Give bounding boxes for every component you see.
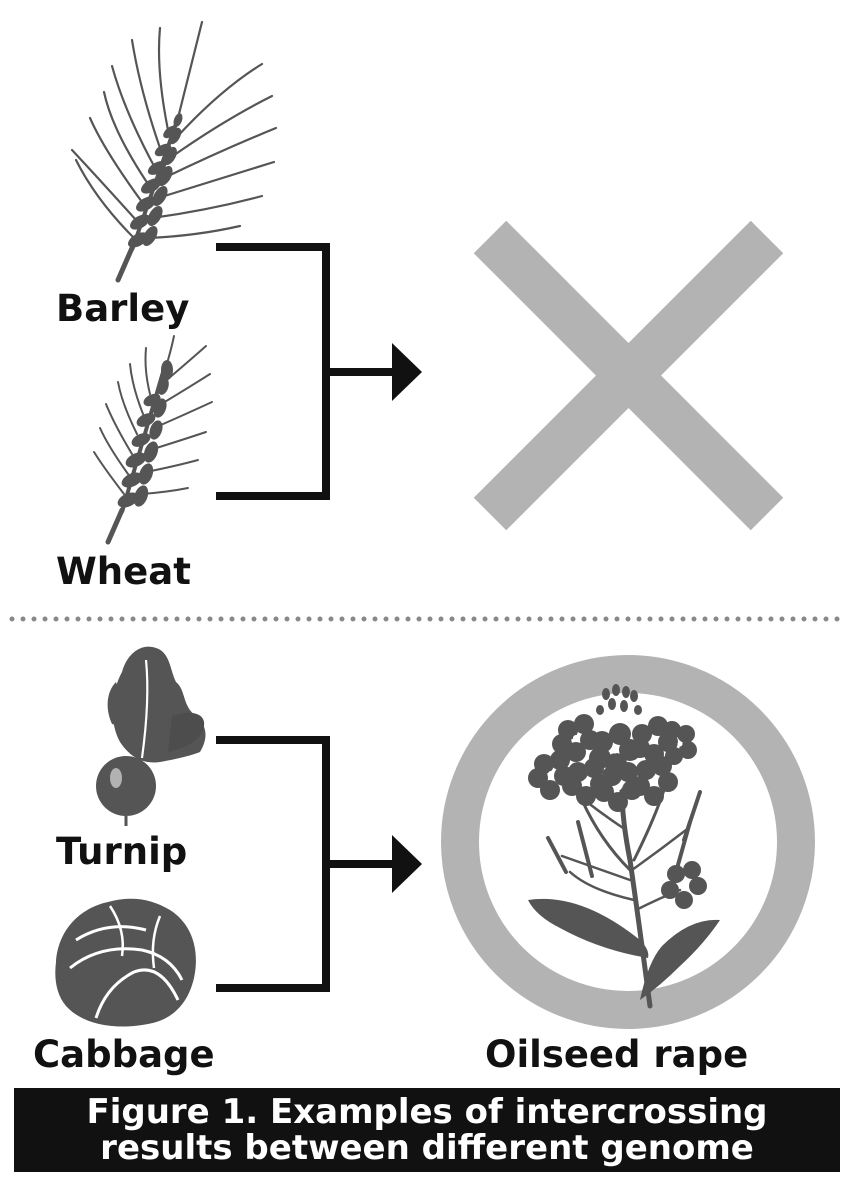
- top-bracket-arrow: [216, 243, 422, 500]
- caption-line-2: results between different genome: [100, 1128, 754, 1168]
- barley-icon: [70, 20, 278, 283]
- label-cabbage: Cabbage: [33, 1033, 215, 1076]
- oilseed-rape-icon: [528, 684, 720, 1009]
- x-mark-icon: [473, 220, 784, 531]
- bottom-bracket-arrow: [216, 736, 422, 992]
- figure-caption: Figure 1. Examples of intercrossing resu…: [14, 1088, 840, 1172]
- label-turnip: Turnip: [56, 830, 188, 873]
- circle-mark-icon: [441, 655, 815, 1029]
- label-wheat: Wheat: [56, 550, 191, 593]
- label-oilseed-rape: Oilseed rape: [485, 1033, 749, 1076]
- wheat-icon: [93, 335, 213, 545]
- turnip-icon: [96, 646, 206, 826]
- label-barley: Barley: [56, 287, 190, 330]
- cabbage-icon: [55, 898, 196, 1027]
- caption-line-1: Figure 1. Examples of intercrossing: [86, 1092, 768, 1132]
